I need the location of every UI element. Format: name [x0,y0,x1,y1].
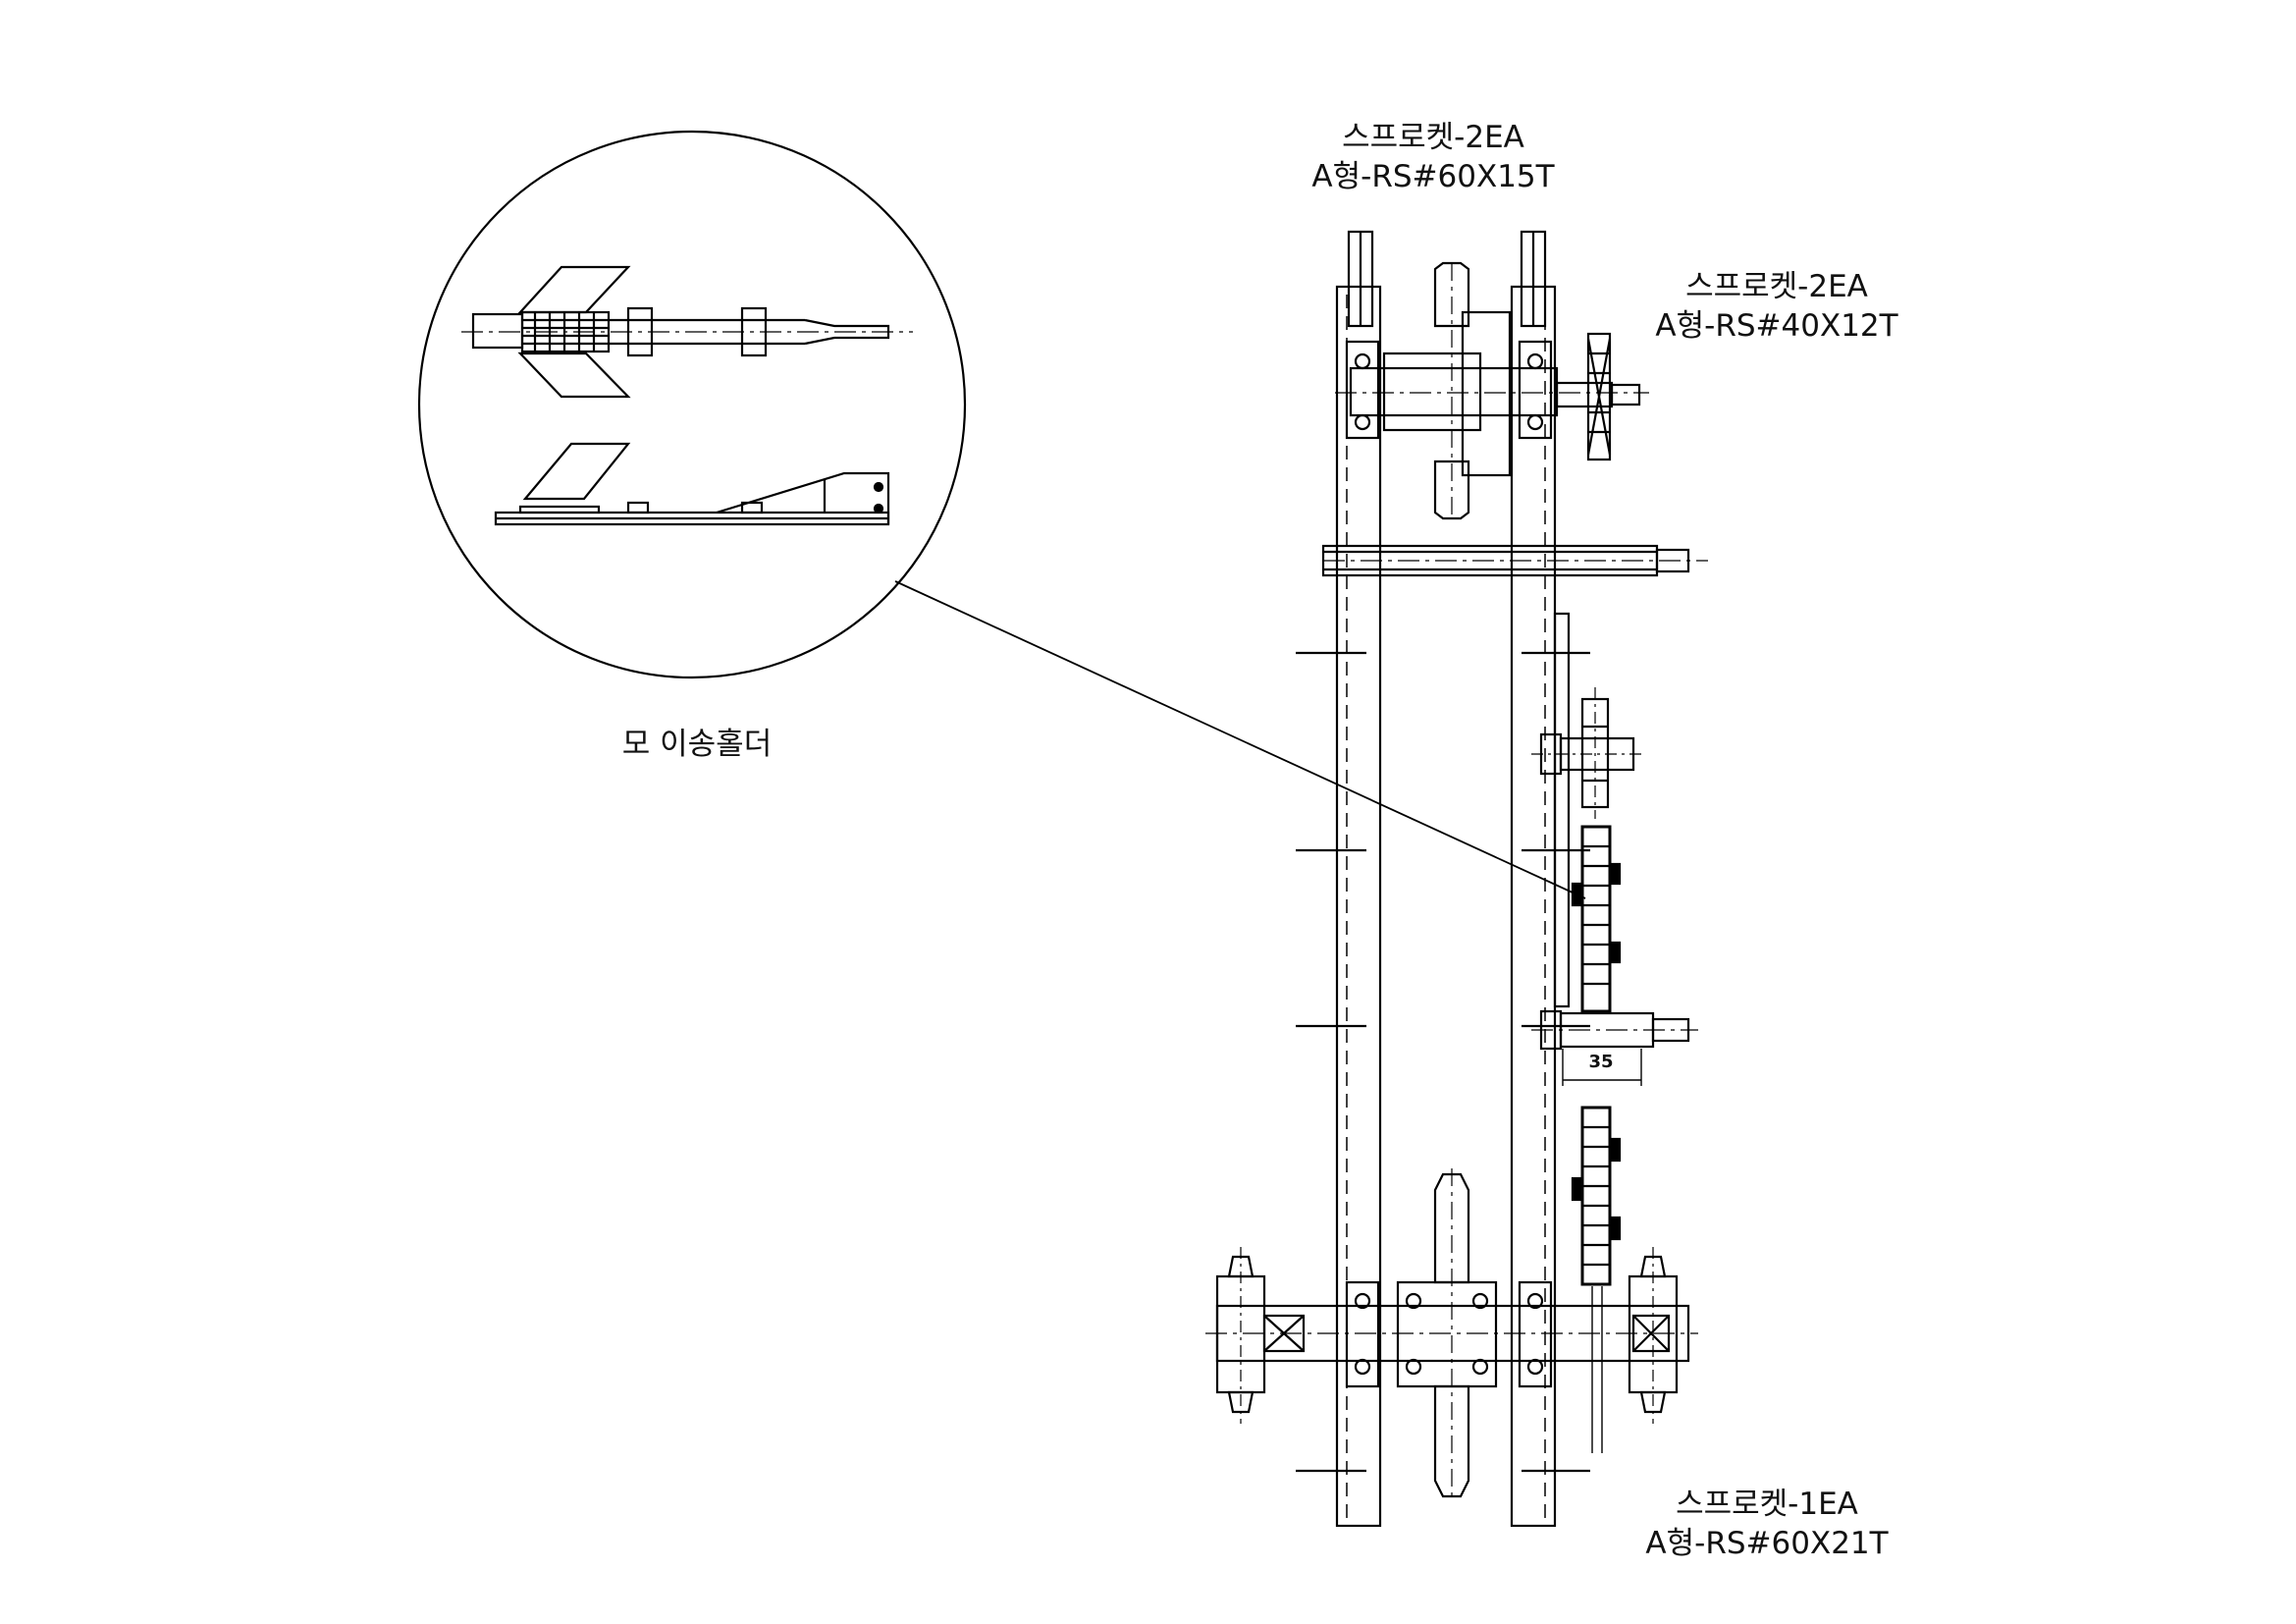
holder-top-view [461,265,913,399]
detail-view-circle [417,130,1586,899]
idler-sprocket [1531,687,1645,819]
right-sprocket-qty: 스프로켓-2EA [1685,269,1868,304]
bottom-sprocket-spec: A형-RS#60X21T [1645,1526,1889,1561]
chain-sprocket-middle [1571,825,1622,1013]
top-sprocket-label: 스프로켓-2EA A형-RS#60X15T [1276,118,1590,196]
bottom-sprocket-qty: 스프로켓-1EA [1676,1487,1858,1522]
detail-caption: 모 이송홀더 [621,727,773,762]
chain-sprocket-lower [1571,1106,1622,1453]
top-sprocket-spec: A형-RS#60X15T [1311,159,1555,194]
top-sprocket-qty: 스프로켓-2EA [1342,120,1524,155]
lower-shaft [1531,1009,1698,1086]
dimension-label: 35 [1588,1052,1614,1072]
right-sprocket-spec: A형-RS#40X12T [1655,308,1898,344]
bottom-shaft-assembly [1205,1168,1698,1502]
top-shaft-assembly [1335,261,1649,520]
bottom-sprocket-label: 스프로켓-1EA A형-RS#60X21T [1610,1485,1924,1563]
middle-shaft [1321,544,1708,577]
frame-plates [1296,230,1590,1528]
right-sprocket-label: 스프로켓-2EA A형-RS#40X12T [1620,267,1934,346]
holder-side-view [494,442,890,526]
